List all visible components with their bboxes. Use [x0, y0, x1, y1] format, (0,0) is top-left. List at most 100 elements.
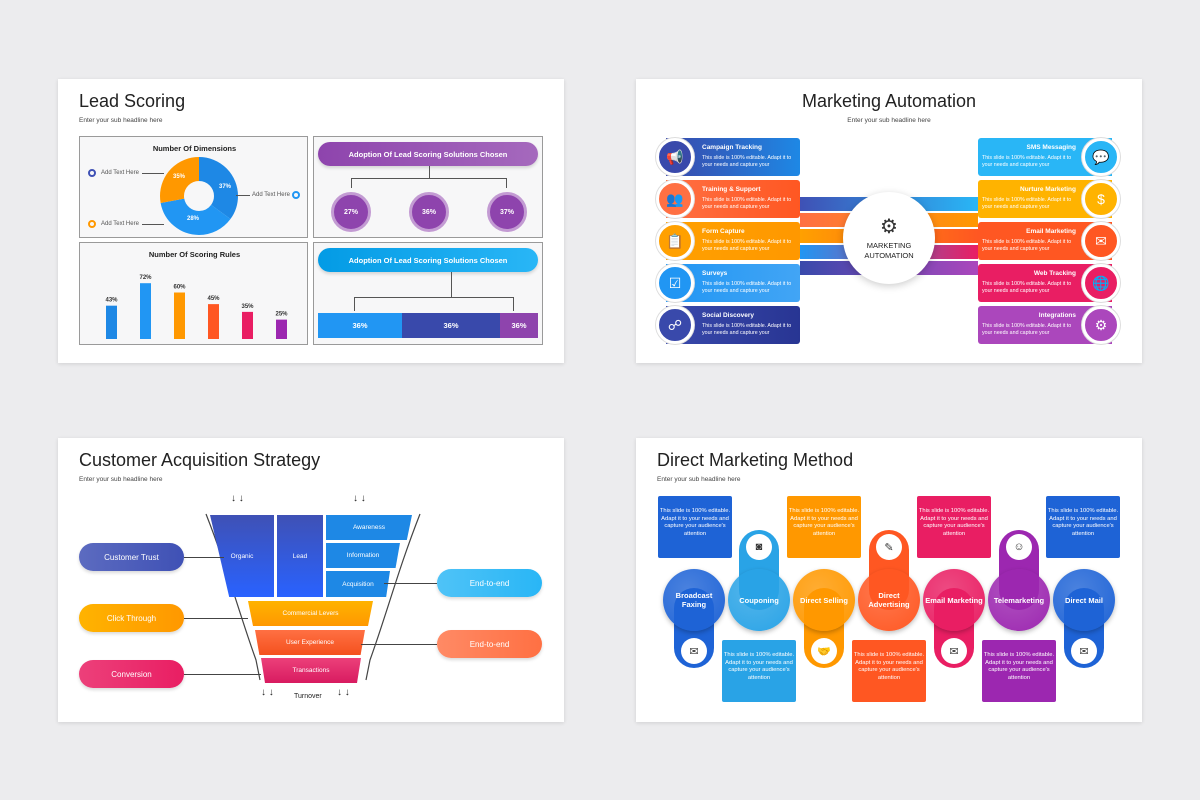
left-item-desc: This slide is 100% editable. Adapt it to… — [702, 323, 792, 336]
right-item-title: SMS Messaging — [1026, 144, 1076, 151]
handshake-icon: 🤝 — [811, 638, 837, 664]
form-icon: 📋 — [656, 222, 694, 260]
left-item-title: Training & Support — [702, 186, 761, 193]
bar-5 — [242, 311, 253, 339]
slide-direct-marketing: Direct Marketing Method Enter your sub h… — [636, 438, 1142, 722]
slide-title: Direct Marketing Method — [657, 450, 854, 470]
adoption-panel-1: Adoption Of Lead Scoring Solutions Chose… — [313, 136, 543, 238]
right-item-desc: This slide is 100% editable. Adapt it to… — [982, 323, 1072, 336]
right-item-title: Web Tracking — [1033, 270, 1076, 277]
right-item-title: Nurture Marketing — [1020, 186, 1076, 193]
donut-label-2: 37% — [219, 184, 232, 190]
agent-icon: ☺ — [1006, 534, 1032, 560]
method-7: Direct Mail — [1053, 569, 1115, 631]
team-icon: 👥 — [656, 180, 694, 218]
slide-marketing-automation: Marketing Automation Enter your sub head… — [636, 79, 1142, 363]
left-item-title: Campaign Tracking — [702, 144, 762, 151]
coupon-icon: ◙ — [746, 534, 772, 560]
donut-slice-orange — [160, 157, 238, 235]
bar-label-1: 43% — [105, 298, 118, 304]
bottom-note-3: This slide is 100% editable. Adapt it to… — [982, 640, 1056, 702]
funnel-lead: Lead — [277, 515, 323, 597]
right-item-desc: This slide is 100% editable. Adapt it to… — [982, 155, 1072, 168]
conversion-pill: Conversion — [79, 660, 184, 688]
method-4: Direct Advertising — [858, 569, 920, 631]
click-through-pill: Click Through — [79, 604, 184, 632]
bar-2 — [140, 283, 151, 339]
dimensions-panel: Number Of Dimensions 35% 37% 28% Add Tex… — [79, 136, 308, 238]
money-icon: $ — [1082, 180, 1120, 218]
bar-label-6: 25% — [275, 312, 288, 318]
method-3: Direct Selling — [793, 569, 855, 631]
left-item-desc: This slide is 100% editable. Adapt it to… — [702, 281, 792, 294]
funnel-acquisition: Acquisition — [326, 571, 390, 597]
method-1: Broadcast Faxing — [663, 569, 725, 631]
bar-chart-title: Number Of Scoring Rules — [148, 250, 241, 259]
target-icon — [292, 191, 300, 199]
adoption-circle-3: 37% — [487, 192, 527, 232]
globe-icon: 🌐 — [1082, 264, 1120, 302]
megaphone-icon: 📢 — [656, 138, 694, 176]
add-text-2: Add Text Here — [252, 192, 290, 198]
adoption-bar-3: 36% — [500, 313, 538, 338]
mail-icon: ✉ — [1071, 638, 1097, 664]
scoring-rules-panel: Number Of Scoring Rules 43%72%60%45%35%2… — [79, 242, 308, 345]
donut-label-3: 28% — [187, 216, 200, 222]
method-5: Email Marketing — [923, 569, 985, 631]
adoption-bar-2: 36% — [402, 313, 500, 338]
adoption-header-2: Adoption Of Lead Scoring Solutions Chose… — [318, 248, 538, 272]
hub-label: MARKETING AUTOMATION — [864, 240, 914, 260]
funnel-commercial-levers: Commercial Levers — [248, 601, 373, 626]
adoption-bar-1: 36% — [318, 313, 402, 338]
chat-icon: 💬 — [1082, 138, 1120, 176]
slide-title: Customer Acquisition Strategy — [79, 450, 321, 470]
left-item-desc: This slide is 100% editable. Adapt it to… — [702, 197, 792, 210]
donut-chart — [160, 157, 238, 235]
target-icon — [88, 220, 96, 228]
slide-subtitle: Enter your sub headline here — [79, 476, 163, 483]
left-item-desc: This slide is 100% editable. Adapt it to… — [702, 239, 792, 252]
funnel-awareness: Awareness — [326, 515, 412, 540]
right-item-desc: This slide is 100% editable. Adapt it to… — [982, 197, 1072, 210]
left-item-title: Surveys — [702, 270, 728, 277]
donut-title: Number Of Dimensions — [152, 144, 237, 153]
method-2: Couponing — [728, 569, 790, 631]
slide-title: Marketing Automation — [801, 91, 977, 111]
adoption-circle-1: 27% — [331, 192, 371, 232]
method-6: Telemarketing — [988, 569, 1050, 631]
social-icon: ☍ — [656, 306, 694, 344]
right-item-desc: This slide is 100% editable. Adapt it to… — [982, 239, 1072, 252]
add-text-3: Add Text Here — [101, 221, 139, 227]
bar-label-2: 72% — [139, 275, 152, 281]
slide-subtitle: Enter your sub headline here — [657, 476, 741, 483]
left-item-desc: This slide is 100% editable. Adapt it to… — [702, 155, 792, 168]
top-note-3: This slide is 100% editable. Adapt it to… — [917, 496, 991, 558]
bottom-note-1: This slide is 100% editable. Adapt it to… — [722, 640, 796, 702]
add-text-1: Add Text Here — [101, 170, 139, 176]
adoption-panel-2: Adoption Of Lead Scoring Solutions Chose… — [313, 242, 543, 345]
turnover-label: Turnover — [294, 693, 322, 700]
bar-label-4: 45% — [207, 296, 220, 302]
checklist-icon: ☑ — [656, 264, 694, 302]
slide-subtitle: Enter your sub headline here — [847, 117, 931, 124]
funnel-user-experience: User Experience — [255, 630, 365, 655]
donut-label-1: 35% — [173, 174, 186, 180]
top-note-4: This slide is 100% editable. Adapt it to… — [1046, 496, 1120, 558]
arrow-down-icon: ↓ ↓ — [353, 493, 366, 504]
right-item-title: Email Marketing — [1026, 228, 1076, 235]
envelope-icon: ✉ — [681, 638, 707, 664]
donut-slice-lightblue — [160, 157, 238, 235]
end-to-end-pill-1: End-to-end — [437, 569, 542, 597]
slide-lead-scoring: Lead Scoring Enter your sub headline her… — [58, 79, 564, 363]
bar-6 — [276, 319, 287, 339]
email-icon: ✉ — [941, 638, 967, 664]
gears-icon: ⚙ — [1082, 306, 1120, 344]
top-note-1: This slide is 100% editable. Adapt it to… — [658, 496, 732, 558]
slide-customer-acquisition: Customer Acquisition Strategy Enter your… — [58, 438, 564, 722]
note-icon: ✎ — [876, 534, 902, 560]
left-item-title: Social Discovery — [702, 312, 755, 319]
bar-3 — [174, 292, 185, 339]
gear-icon: ⚙ — [880, 215, 898, 238]
slide-title: Lead Scoring — [79, 91, 186, 111]
arrow-down-icon: ↓ ↓ — [231, 493, 244, 504]
